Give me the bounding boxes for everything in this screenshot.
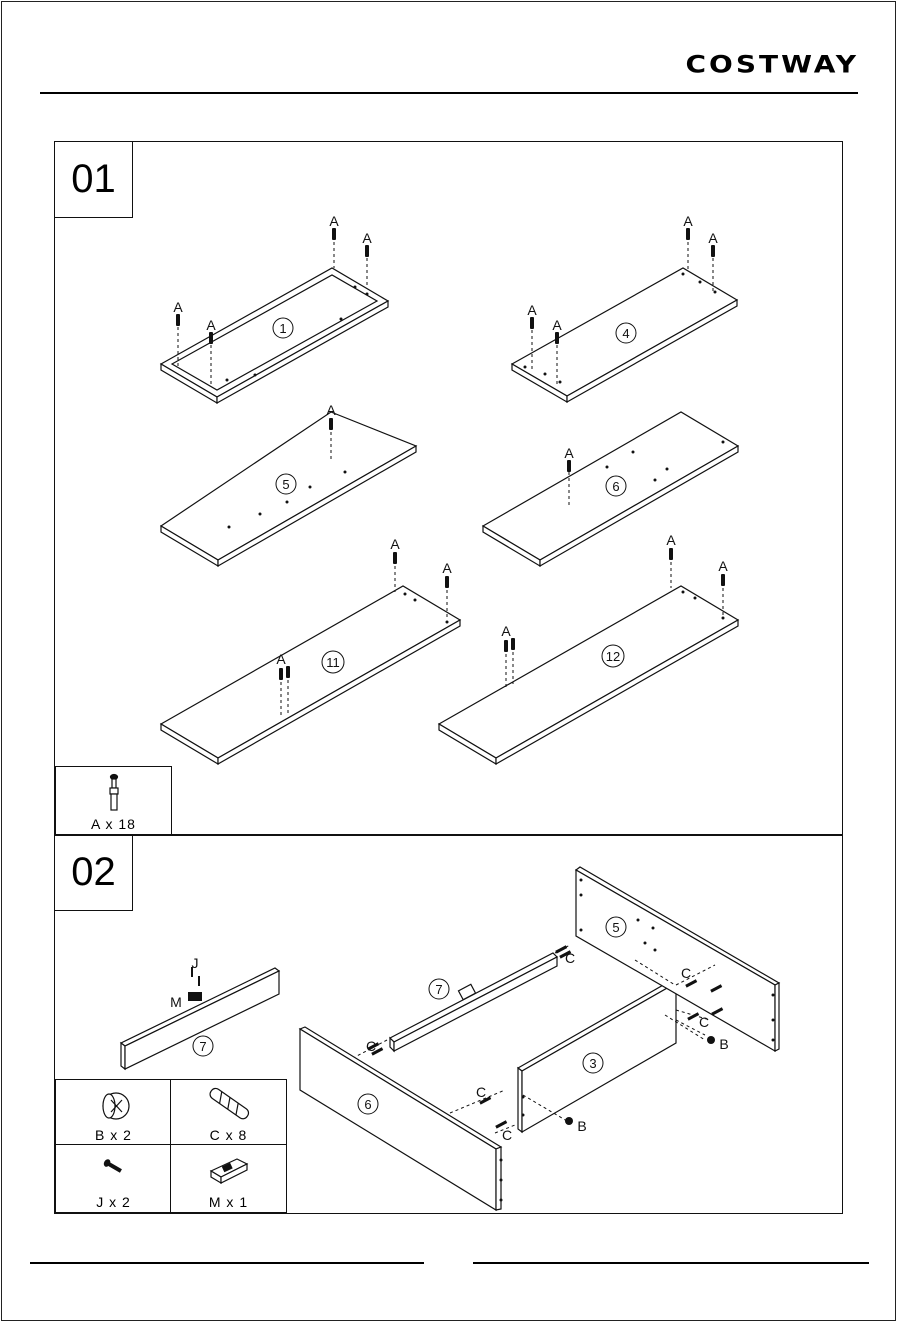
hardware-cell-m: M x 1 (170, 1144, 287, 1213)
hardware-label-c: C (699, 1014, 709, 1030)
part-number-5: 5 (612, 920, 619, 935)
step-2-panel: 02 (54, 834, 843, 1214)
hardware-label-c: C (565, 950, 575, 966)
panel-1-drawing (161, 268, 388, 403)
hardware-cell-a: A x 18 (55, 766, 172, 835)
hardware-label-m: M (170, 994, 182, 1010)
bolt-label-a: A (326, 402, 336, 418)
bolt-label-a: A (206, 317, 216, 333)
part-number-6: 6 (612, 479, 619, 494)
hardware-label-b-count: B x 2 (56, 1127, 171, 1143)
panel-6-side-drawing (300, 1027, 501, 1210)
bolt-label-a: A (552, 317, 562, 333)
bolt-label-a: A (390, 536, 400, 552)
hardware-label-a: A x 18 (56, 816, 171, 832)
cam-bolt-icon (56, 767, 173, 817)
bolt-label-a: A (442, 560, 452, 576)
footer-divider-right (473, 1262, 869, 1264)
bolt-label-a: A (666, 532, 676, 548)
hardware-label-b: B (719, 1036, 728, 1052)
part-number-1: 1 (279, 321, 286, 336)
wooden-dowel-icon (171, 1080, 288, 1125)
part-number-11: 11 (326, 655, 340, 670)
hardware-cell-c: C x 8 (170, 1079, 287, 1146)
magnetic-catch-icon (171, 1145, 288, 1190)
panel-11-drawing (161, 586, 460, 764)
rail-7-main-drawing (390, 953, 557, 1051)
screw-icon (56, 1145, 173, 1190)
step-1-panel: 01 (54, 141, 843, 836)
hardware-label-c: C (366, 1038, 376, 1054)
bolt-label-a: A (527, 302, 537, 318)
panel-12-drawing (439, 586, 738, 764)
hardware-label-c: C (502, 1127, 512, 1143)
part-number-5: 5 (282, 477, 289, 492)
part-number-4: 4 (622, 326, 629, 341)
brand-logo: COSTWAY (685, 50, 859, 78)
part-number-7: 7 (435, 982, 442, 997)
footer-divider-left (30, 1262, 424, 1264)
hardware-cell-b: B x 2 (55, 1079, 172, 1146)
step-1-drawing: A A A A A A A A A A A A A A A A 1 4 5 6 … (55, 142, 844, 837)
bolt-label-a: A (362, 230, 372, 246)
bolt-label-a: A (276, 651, 286, 667)
hardware-label-c-count: C x 8 (171, 1127, 286, 1143)
hardware-label-b: B (577, 1118, 586, 1134)
header-divider (40, 92, 858, 94)
cam-lock-icon (56, 1080, 173, 1125)
part-number-6: 6 (364, 1097, 371, 1112)
bolt-label-a: A (564, 445, 574, 461)
hardware-label-c: C (681, 965, 691, 981)
hardware-label-j-count: J x 2 (56, 1194, 171, 1210)
hardware-label-c: C (476, 1084, 486, 1100)
part-number-3: 3 (589, 1056, 596, 1071)
hardware-label-m-count: M x 1 (171, 1194, 286, 1210)
part-number-7-small: 7 (199, 1039, 206, 1054)
bolt-label-a: A (329, 213, 339, 229)
hardware-cell-j: J x 2 (55, 1144, 172, 1213)
bolt-label-a: A (501, 623, 511, 639)
hardware-label-j: J (192, 955, 199, 971)
bolt-label-a: A (683, 213, 693, 229)
part-number-12: 12 (606, 649, 620, 664)
bolt-label-a: A (718, 558, 728, 574)
bolt-label-a: A (708, 230, 718, 246)
bolt-label-a: A (173, 299, 183, 315)
